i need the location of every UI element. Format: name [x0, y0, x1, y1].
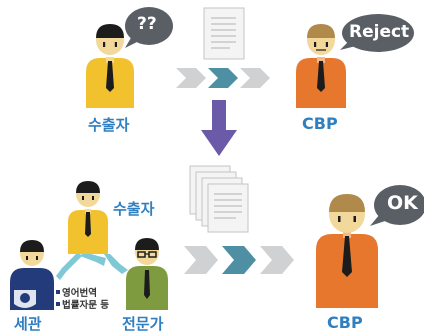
exporter-figure-bottom — [68, 181, 108, 254]
speech-bubble-reject — [340, 14, 414, 52]
cbp-figure-top — [296, 24, 346, 108]
label-exporter-bottom: 수출자 — [113, 200, 155, 218]
bubble-text-ok: OK — [387, 192, 418, 214]
bubble-text-question: ?? — [137, 14, 157, 34]
chevron-arrows-top — [176, 68, 270, 88]
service-bullet — [56, 290, 60, 294]
label-expert: 전문가 — [122, 315, 164, 333]
expert-figure — [126, 238, 168, 310]
service-bullet — [56, 302, 60, 306]
document-icon — [203, 7, 245, 60]
connector-arrows — [56, 252, 128, 280]
bubble-text-reject: Reject — [349, 22, 410, 42]
speech-bubble-question — [125, 7, 173, 48]
speech-bubble-ok — [370, 185, 424, 226]
customs-officer-figure — [10, 240, 54, 310]
service-item-legal: 법률자문 등 — [62, 300, 110, 311]
down-arrow — [201, 100, 237, 156]
cbp-figure-bottom — [316, 194, 378, 308]
exporter-figure-top — [86, 24, 134, 108]
documents-stack-icon — [189, 165, 249, 233]
label-cbp-bottom: CBP — [327, 313, 363, 332]
chevron-arrows-bottom — [184, 246, 294, 274]
service-item-translation: 영어번역 — [62, 288, 97, 299]
label-exporter-top: 수출자 — [88, 116, 130, 134]
label-customs: 세관 — [14, 315, 42, 333]
label-cbp-top: CBP — [302, 114, 338, 133]
